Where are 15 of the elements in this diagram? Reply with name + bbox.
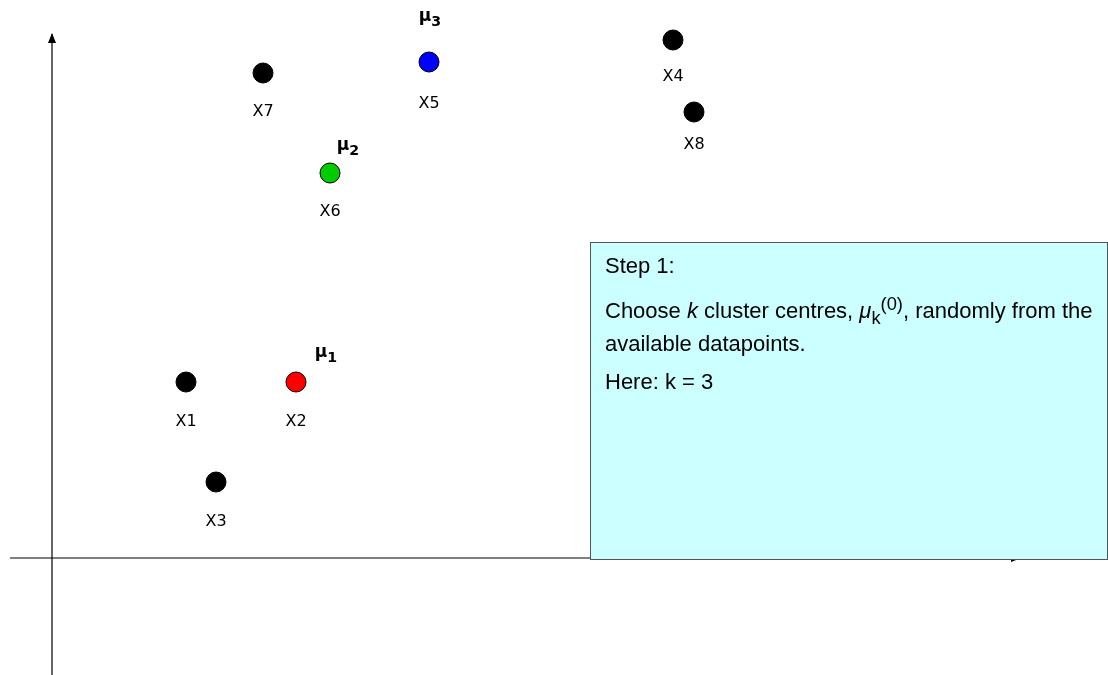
step-text: Here: k = 3 xyxy=(605,368,715,395)
centroid-label: μ$_{3}$ xyxy=(418,5,442,29)
centroid-label: μ$_{2}$ xyxy=(336,134,360,158)
centroid-label: μ$_{1}$ xyxy=(314,341,338,365)
point-label: X2 xyxy=(285,410,307,430)
point-label: X1 xyxy=(175,410,197,430)
text-box xyxy=(590,242,1108,560)
point-label: X7 xyxy=(252,100,274,120)
point-label: X5 xyxy=(418,92,440,112)
point-label: X4 xyxy=(662,65,684,85)
point-label: X6 xyxy=(319,200,341,220)
step-text: Choose k cluster centres, μ$_{k}$$^{(0)}$, randomly from the available datapoints. xyxy=(605,292,1093,357)
point-label: X8 xyxy=(683,133,705,153)
step-heading: Step 1: xyxy=(605,253,676,279)
point-label: X3 xyxy=(205,510,227,530)
